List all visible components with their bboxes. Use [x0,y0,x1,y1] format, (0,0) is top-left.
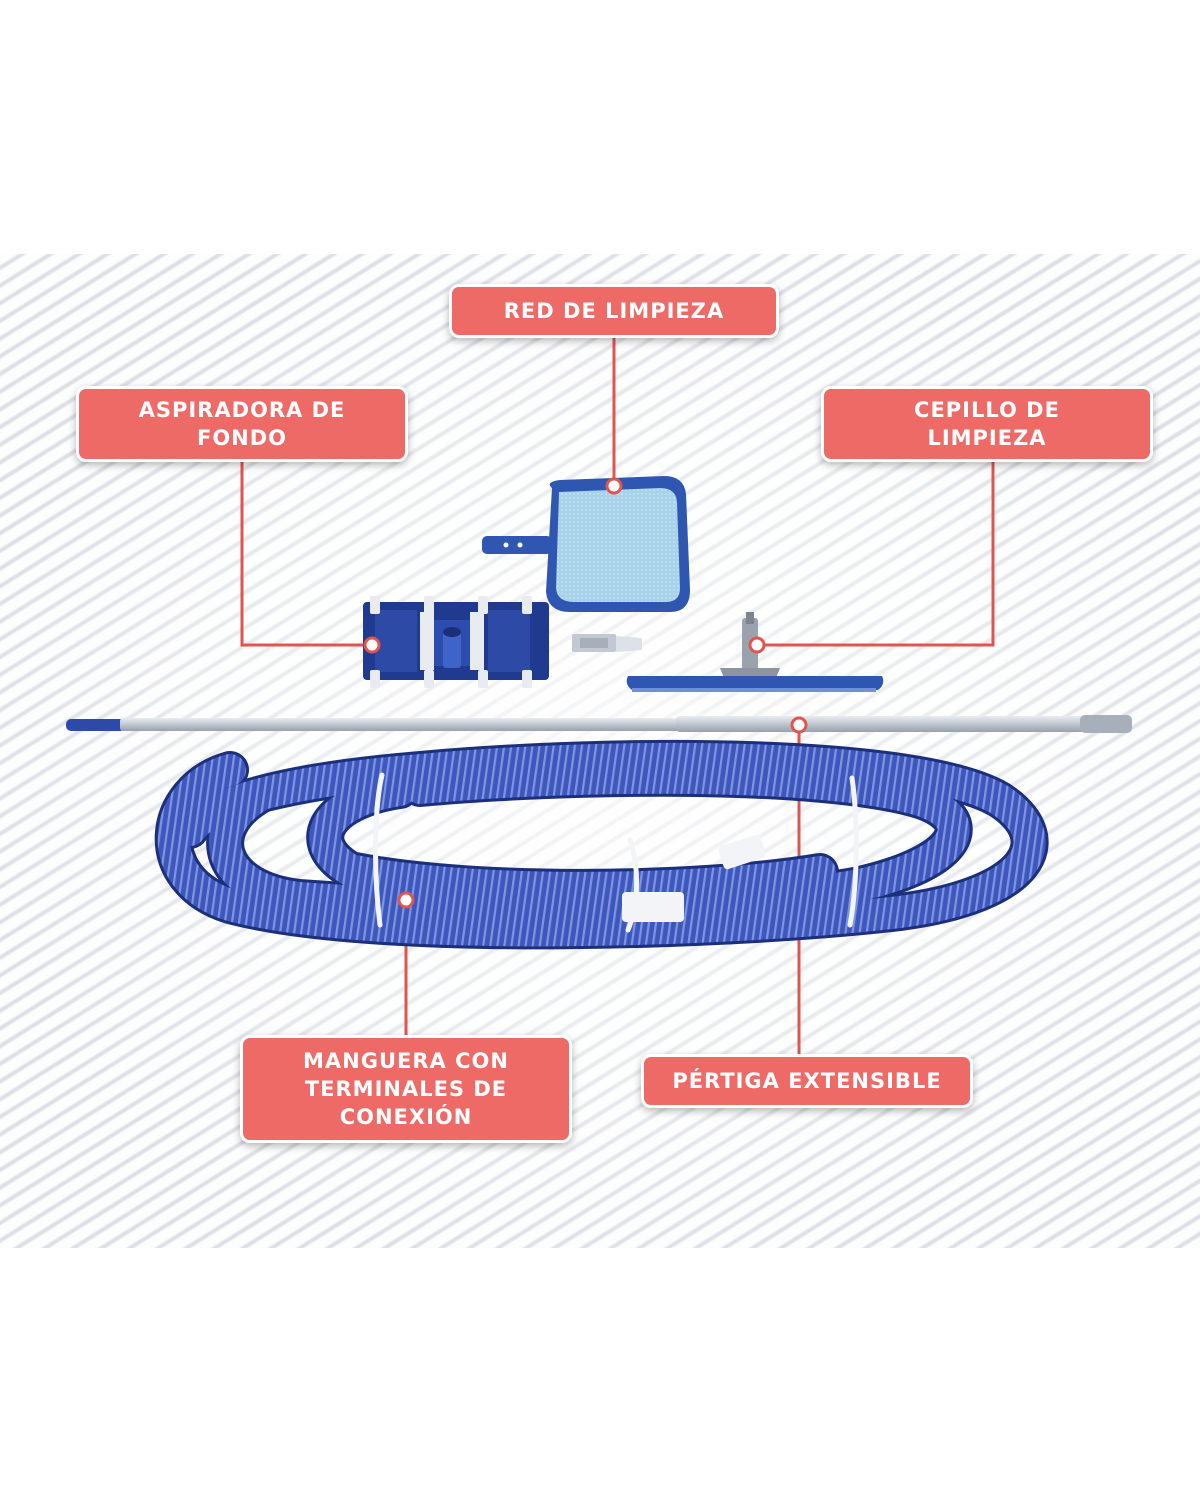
net-handle [482,536,552,554]
leader-line-aspiradora [240,460,372,647]
label-aspiradora-de-fondo: ASPIRADORA DE FONDO [76,386,408,462]
dot-cepillo [748,636,766,654]
label-cepillo-de-limpieza: CEPILLO DE LIMPIEZA [821,386,1153,462]
vacuum-head [363,596,549,688]
dot-aspiradora [363,636,381,654]
clip-accessory [572,634,642,652]
dot-red [605,477,623,495]
label-manguera-line-3: CONEXIÓN [339,1105,473,1129]
coiled-hose [154,739,1049,950]
dot-manguera [397,891,415,909]
label-manguera-line-1: MANGUERA CON [303,1049,509,1073]
label-pertiga-extensible: PÉRTIGA EXTENSIBLE [641,1054,973,1108]
label-cepillo-line-2: LIMPIEZA [927,426,1047,450]
label-red-de-limpieza: RED DE LIMPIEZA [449,284,779,338]
label-cepillo-line-1: CEPILLO DE [914,398,1060,422]
label-aspiradora-line-1: ASPIRADORA DE [138,398,346,422]
net-mesh [556,488,680,602]
telescopic-pole [66,715,1132,733]
label-pertiga-line-1: PÉRTIGA EXTENSIBLE [672,1069,942,1093]
dot-pertiga [790,716,808,734]
anchor-dots [363,477,808,909]
label-red-line-1: RED DE LIMPIEZA [503,299,725,323]
label-manguera: MANGUERA CON TERMINALES DE CONEXIÓN [240,1035,572,1143]
wall-brush [626,612,884,692]
label-manguera-line-2: TERMINALES DE [304,1077,508,1101]
leaf-skimmer-net [482,476,690,612]
leader-line-cepillo [757,460,995,647]
label-aspiradora-line-2: FONDO [196,426,288,450]
